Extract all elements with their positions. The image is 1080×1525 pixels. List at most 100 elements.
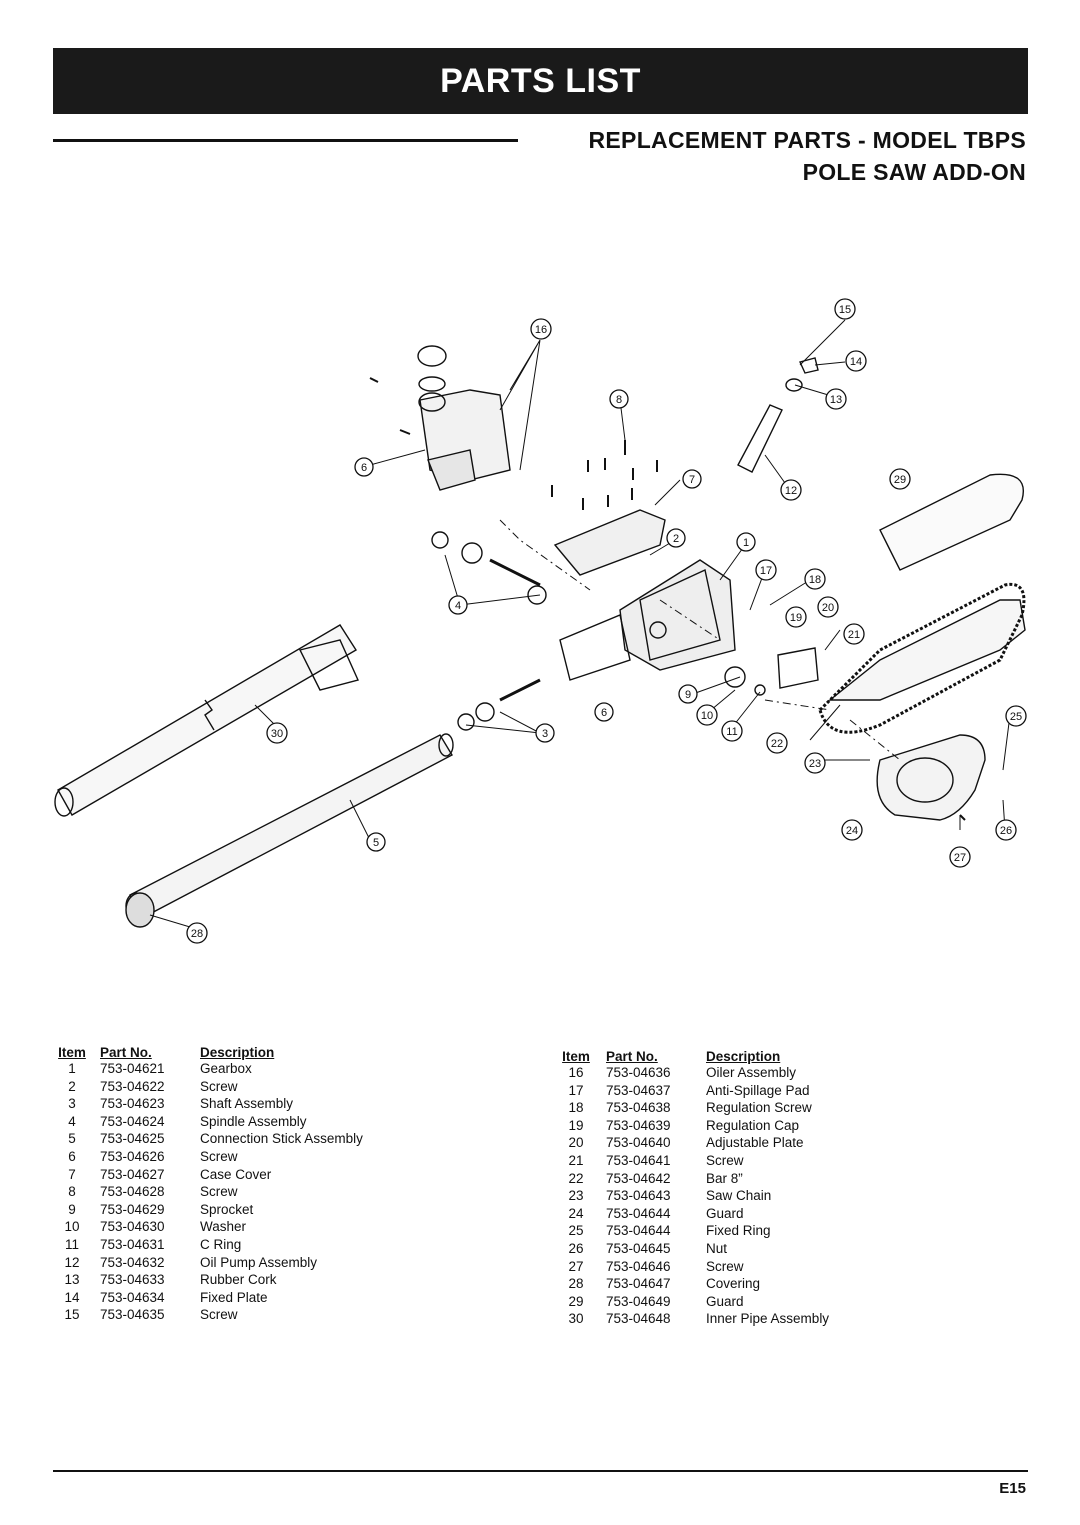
svg-text:5: 5: [373, 837, 379, 849]
table-cell-part-no: 753-04638: [606, 1100, 671, 1116]
table-cell-part-no: 753-04645: [606, 1240, 671, 1256]
svg-text:14: 14: [850, 356, 862, 368]
table-cell-part-no: 753-04623: [100, 1096, 165, 1112]
table-cell-description: Nut: [706, 1240, 728, 1256]
table-cell-part-no: 753-04647: [606, 1276, 671, 1292]
table-cell-description: Screw: [706, 1152, 744, 1168]
svg-text:13: 13: [830, 394, 842, 406]
svg-text:9: 9: [685, 689, 691, 701]
table-cell-item: 27: [568, 1258, 584, 1274]
table-cell-item: 30: [568, 1311, 584, 1327]
table-cell-description: Oiler Assembly: [706, 1065, 797, 1080]
table-cell-part-no: 753-04634: [100, 1289, 165, 1305]
table-cell-item: 14: [64, 1289, 80, 1305]
table-cell-description: Washer: [200, 1219, 247, 1235]
table-cell-part-no: 753-04626: [100, 1148, 165, 1164]
table-cell-item: 26: [568, 1240, 584, 1256]
svg-text:6: 6: [361, 462, 367, 474]
column-header-item: Item: [58, 1045, 86, 1060]
svg-text:12: 12: [785, 485, 797, 497]
table-cell-part-no: 753-04643: [606, 1188, 671, 1204]
table-cell-description: Gearbox: [200, 1061, 252, 1076]
svg-text:22: 22: [771, 738, 783, 750]
table-cell-part-no: 753-04627: [100, 1166, 165, 1182]
svg-text:3: 3: [542, 728, 548, 740]
table-cell-part-no: 753-04629: [100, 1201, 165, 1217]
page-subtitle: REPLACEMENT PARTS - MODEL TBPS POLE SAW …: [589, 124, 1027, 188]
table-cell-item: 18: [568, 1100, 584, 1116]
table-cell-item: 3: [68, 1096, 76, 1112]
table-cell-item: 7: [68, 1166, 76, 1182]
table-row: 10 753-04630 Washer: [56, 1218, 390, 1236]
table-row: 7 753-04627 Case Cover: [56, 1166, 390, 1184]
table-row: 26 753-04645 Nut: [558, 1240, 876, 1258]
table-cell-part-no: 753-04630: [100, 1219, 165, 1235]
svg-text:21: 21: [848, 629, 860, 641]
table-cell-part-no: 753-04642: [606, 1170, 671, 1186]
table-cell-item: 23: [568, 1188, 584, 1204]
table-cell-part-no: 753-04632: [100, 1254, 165, 1270]
table-cell-item: 22: [568, 1170, 584, 1186]
table-cell-part-no: 753-04640: [606, 1135, 671, 1151]
table-cell-description: Regulation Cap: [706, 1117, 800, 1133]
table-cell-item: 5: [68, 1131, 76, 1147]
table-cell-part-no: 753-04639: [606, 1117, 671, 1133]
table-cell-part-no: 753-04636: [606, 1065, 671, 1080]
table-cell-item: 4: [68, 1113, 76, 1129]
subtitle-line-2: POLE SAW ADD-ON: [802, 159, 1026, 185]
svg-text:16: 16: [535, 324, 547, 336]
svg-text:4: 4: [455, 600, 461, 612]
parts-list-banner: PARTS LIST: [53, 48, 1028, 114]
table-cell-description: Guard: [706, 1293, 744, 1309]
table-cell-item: 24: [568, 1205, 584, 1221]
table-cell-item: 12: [64, 1254, 80, 1270]
table-cell-item: 17: [568, 1082, 584, 1098]
table-cell-item: 10: [64, 1219, 80, 1235]
table-cell-description: Screw: [200, 1307, 238, 1323]
page-number: E15: [999, 1480, 1026, 1497]
table-cell-item: 2: [68, 1078, 76, 1094]
table-cell-description: Anti-Spillage Pad: [706, 1082, 810, 1098]
header-rule: [53, 139, 518, 142]
svg-text:10: 10: [701, 710, 713, 722]
table-cell-description: Inner Pipe Assembly: [706, 1311, 830, 1327]
svg-text:18: 18: [809, 574, 821, 586]
table-cell-description: Screw: [200, 1078, 238, 1094]
table-cell-description: Bar 8”: [706, 1170, 743, 1186]
table-cell-description: Case Cover: [200, 1166, 272, 1182]
svg-text:7: 7: [689, 474, 695, 486]
svg-text:29: 29: [894, 474, 906, 486]
svg-text:26: 26: [1000, 825, 1012, 837]
table-cell-item: 20: [568, 1135, 584, 1151]
table-row: 30 753-04648 Inner Pipe Assembly: [558, 1310, 876, 1328]
column-header-description: Description: [706, 1049, 781, 1064]
table-cell-part-no: 753-04649: [606, 1293, 671, 1309]
table-cell-item: 29: [568, 1293, 584, 1309]
table-cell-description: Connection Stick Assembly: [200, 1131, 363, 1147]
table-cell-item: 15: [64, 1307, 80, 1323]
svg-text:17: 17: [760, 565, 772, 577]
table-cell-item: 28: [568, 1276, 584, 1292]
table-cell-description: Sprocket: [200, 1201, 254, 1217]
svg-text:19: 19: [790, 612, 802, 624]
table-cell-part-no: 753-04648: [606, 1311, 671, 1327]
table-row: 22 753-04642 Bar 8”: [558, 1170, 876, 1188]
